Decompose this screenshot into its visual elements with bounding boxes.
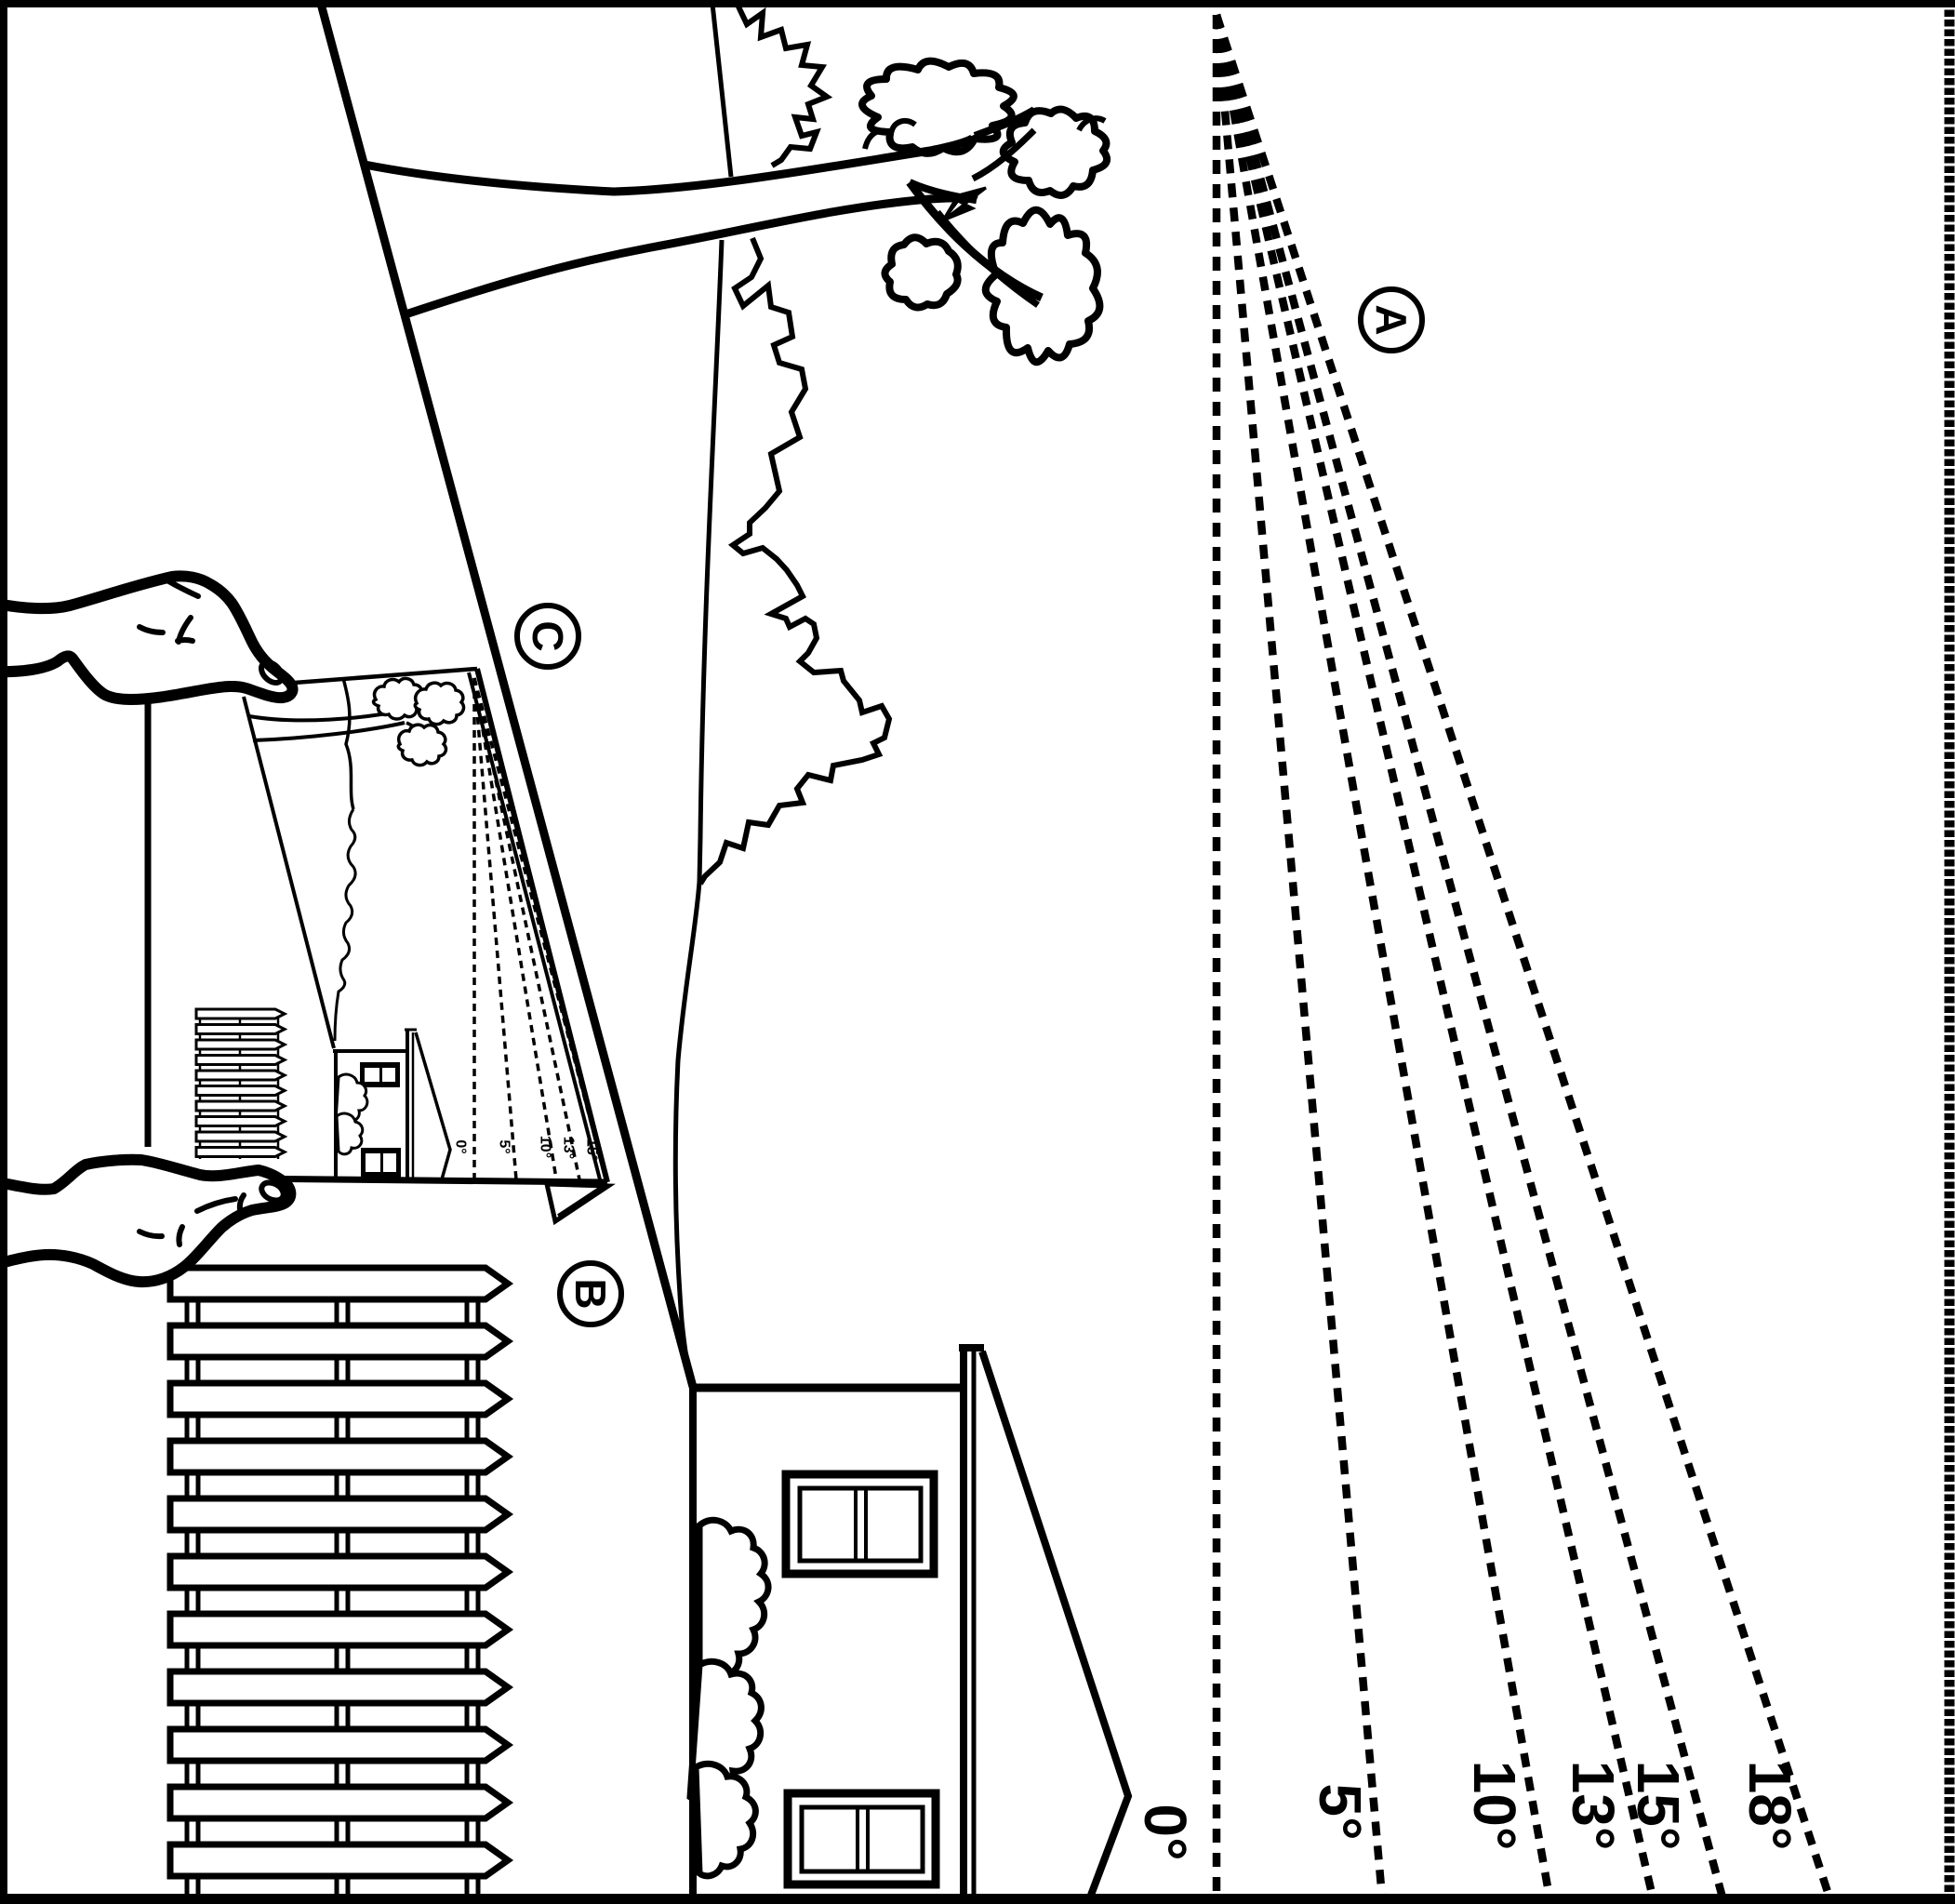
svg-text:0°: 0° xyxy=(1132,1804,1199,1860)
svg-text:13°: 13° xyxy=(561,1137,577,1159)
svg-text:B: B xyxy=(566,1278,615,1309)
svg-text:A: A xyxy=(1367,304,1416,335)
svg-text:13°: 13° xyxy=(1560,1761,1627,1851)
svg-text:C: C xyxy=(524,620,572,651)
svg-text:18°: 18° xyxy=(1736,1761,1803,1851)
svg-text:10°: 10° xyxy=(538,1136,553,1158)
svg-text:5°: 5° xyxy=(497,1139,512,1153)
svg-text:5°: 5° xyxy=(1307,1783,1374,1840)
svg-text:10°: 10° xyxy=(1461,1761,1528,1851)
svg-text:15°: 15° xyxy=(584,1138,600,1161)
svg-text:0°: 0° xyxy=(453,1139,469,1153)
svg-text:15°: 15° xyxy=(1625,1761,1692,1851)
